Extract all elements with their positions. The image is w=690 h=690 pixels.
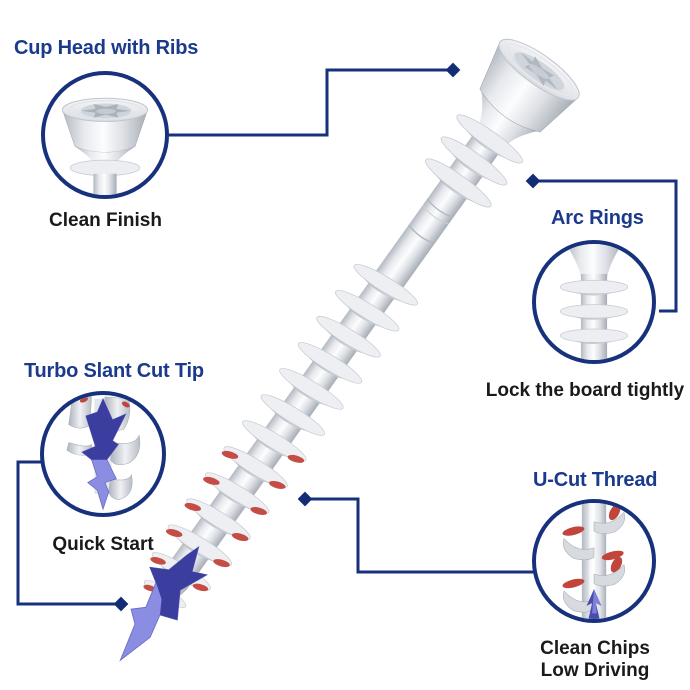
cup-head-inset [41,71,169,199]
arc-rings-inset-icon [559,244,629,360]
connector-line-cup-head [169,68,448,137]
callout-title-u-cut: U-Cut Thread [533,469,658,491]
diamond-marker-cup-head [445,62,461,78]
callout-caption-turbo-tip: Quick Start [52,534,154,555]
u-cut-inset [532,499,656,623]
turbo-tip-arrow-icon [119,545,209,662]
callout-caption-u-cut-line1: Clean Chips [540,638,650,659]
callout-caption-arc-rings: Lock the board tightly [485,380,685,401]
diamond-marker-u-cut [297,491,313,507]
cup-head-inset-icon [61,97,149,195]
screw-cup-head [479,38,580,133]
connector-line-u-cut [309,497,534,574]
arc-rings-inset [532,240,656,364]
callout-title-arc-rings: Arc Rings [551,207,644,229]
turbo-tip-inset [40,391,166,517]
connector-line-arc-rings [537,179,678,313]
callout-caption-cup-head: Clean Finish [49,210,162,231]
screw-arc-rings [425,114,523,208]
u-cut-inset-icon [562,503,626,619]
turbo-tip-inset-icon [66,396,141,511]
screw-body [119,38,580,662]
callout-title-turbo-tip: Turbo Slant Cut Tip [24,360,204,382]
connector-line-turbo-tip [16,460,116,606]
diamond-marker-turbo-tip [113,596,129,612]
screw-shank [372,185,464,295]
callout-caption-u-cut-line2: Low Driving [540,660,650,681]
callout-caption-u-cut: Clean Chips Low Driving [534,638,656,682]
callout-title-cup-head: Cup Head with Ribs [14,37,199,59]
diamond-marker-arc-rings [525,173,541,189]
